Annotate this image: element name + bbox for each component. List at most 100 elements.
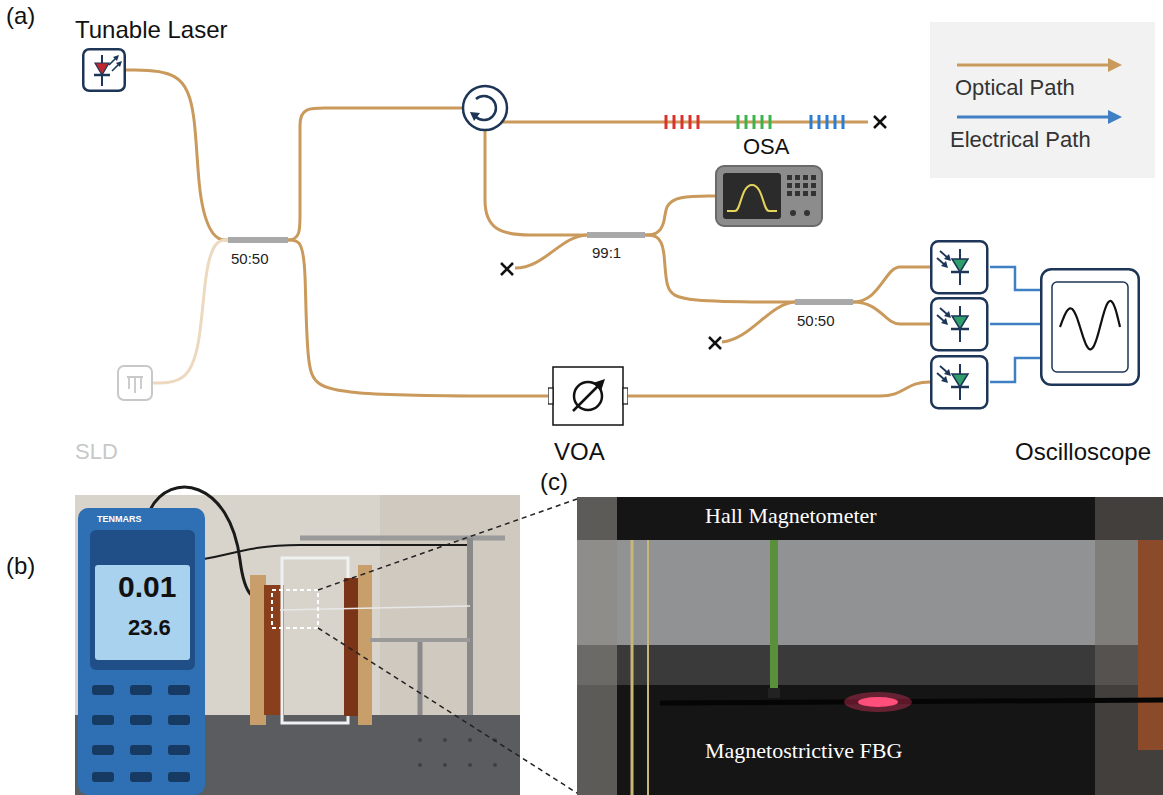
optical-fiber [853, 302, 930, 324]
fiber-bragg-gratings [737, 115, 740, 129]
closeup-photo [844, 692, 912, 712]
fiber-coupler-icon [795, 299, 853, 305]
electrical-wire [990, 267, 1040, 382]
legend-sample [930, 55, 1155, 75]
circulator-symbol [463, 86, 507, 130]
setup-photo [443, 738, 447, 742]
optical-fiber [288, 108, 930, 396]
fiber-termination [709, 337, 721, 349]
photodetector-symbol [951, 328, 969, 331]
photodetector-symbol [931, 241, 987, 293]
optical-fiber [645, 235, 795, 302]
sld-source-icon [134, 377, 136, 393]
laser-source-icon [83, 49, 125, 91]
setup-photo [92, 685, 190, 782]
setup-photo [95, 565, 190, 660]
closeup-photo [577, 497, 1163, 795]
optical-fiber [288, 240, 548, 396]
spectrum-analyzer-icon [811, 183, 816, 188]
laser-source: Tunable Laser [82, 48, 126, 92]
optical-fiber [288, 108, 463, 240]
setup-photo [168, 715, 190, 725]
legend-entry: Optical Path [930, 55, 1155, 100]
spectrum-analyzer-icon [716, 166, 822, 226]
spectrum-analyzer-icon [795, 175, 800, 180]
fiber-termination [874, 116, 886, 128]
fiber-bragg-gratings [761, 115, 764, 129]
component-label: 99:1 [592, 244, 621, 261]
spectrum-analyzer-icon [803, 183, 808, 188]
component-label: VOA [554, 438, 605, 466]
oscilloscope-box-icon [1040, 268, 1140, 386]
setup-photo [92, 745, 114, 755]
setup-photo [130, 715, 152, 725]
spectrum-analyzer-icon [787, 175, 792, 180]
setup-photo [250, 575, 266, 725]
panel-label: (c) [540, 468, 568, 496]
sld-source-icon [118, 366, 152, 400]
fiber-bragg-gratings [689, 115, 692, 129]
laser-source-icon [82, 48, 126, 92]
legend-sample [957, 64, 1110, 67]
setup-photo [380, 495, 520, 725]
closeup-photo [647, 540, 649, 795]
photodetector-symbol [931, 241, 987, 408]
closeup-photo [1138, 540, 1163, 750]
closeup-photo [577, 497, 617, 795]
component-label: Oscilloscope [1015, 438, 1151, 466]
attenuator-box-icon [573, 384, 600, 411]
spectrum-analyzer-icon [790, 210, 796, 216]
fiber-coupler-icon [795, 299, 853, 305]
sld-source-icon [140, 377, 142, 389]
setup-photo [78, 508, 205, 795]
optical-fiber [502, 121, 868, 124]
electrical-wire [990, 267, 1040, 290]
photo-label: Hall Magnetometer [705, 503, 877, 528]
photodetector-symbol [951, 271, 969, 274]
fiber-bragg-gratings [673, 115, 676, 129]
setup-photo [90, 530, 195, 670]
fiber-bragg-gratings [738, 115, 770, 129]
photodetector-symbol [931, 356, 987, 408]
closeup-photo [770, 540, 778, 690]
legend-sample [1108, 110, 1122, 124]
attenuator-box-icon [553, 367, 623, 425]
fiber-bragg-gratings [665, 115, 668, 129]
circulator-symbol [463, 86, 507, 130]
setup-photo [468, 763, 472, 767]
sld-source-icon [117, 365, 153, 401]
setup-photo [92, 715, 114, 725]
zoom-leader-lines [318, 499, 577, 793]
spectrum-analyzer: OSA [715, 165, 823, 227]
fiber-bragg-gratings [769, 115, 772, 129]
sld-source: SLD [117, 365, 153, 401]
legend-text: Optical Path [930, 75, 1155, 100]
photodetector-symbol [931, 356, 987, 408]
setup-photo [493, 763, 497, 767]
photodetector-symbol [931, 298, 987, 350]
spectrum-analyzer-icon [803, 191, 808, 196]
optical-fiber [485, 130, 587, 235]
legend-entry: Electrical Path [930, 107, 1155, 152]
closeup-photo [768, 688, 780, 698]
legend-box: Optical PathElectrical Path [930, 22, 1155, 178]
device-brand: TENMARS [97, 514, 142, 524]
panel-label: (b) [6, 552, 35, 580]
fiber-coupler-icon [228, 237, 288, 243]
setup-photo [168, 685, 190, 695]
oscilloscope-box-icon [1060, 301, 1120, 349]
photodetector-symbol [952, 259, 968, 272]
laser-source-icon [113, 55, 119, 61]
attenuator-box-icon [548, 388, 553, 404]
closeup-photo [631, 540, 634, 795]
fiber-termination [709, 337, 721, 349]
setup-photo [92, 772, 114, 782]
oscilloscope-box: Oscilloscope [1040, 268, 1140, 386]
spectrum-analyzer-icon [795, 183, 800, 188]
photodetector-symbol [941, 261, 948, 268]
legend-text: Electrical Path [930, 127, 1155, 152]
photodetector-symbol [931, 298, 987, 350]
sld-source-icon [128, 377, 130, 389]
setup-photo [418, 763, 422, 767]
